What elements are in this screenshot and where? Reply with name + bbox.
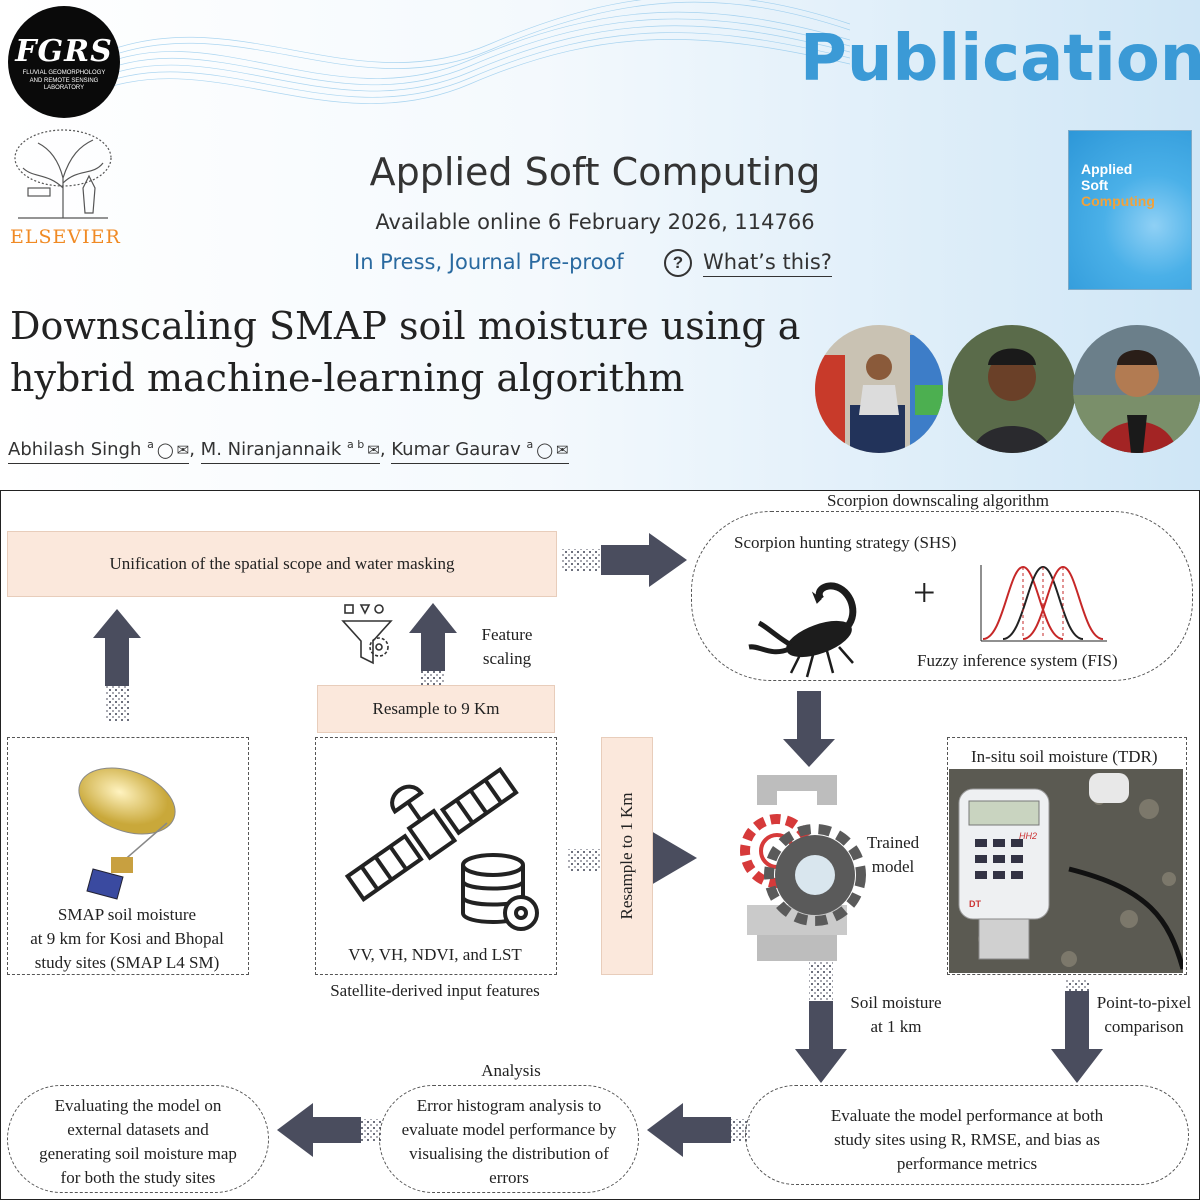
funnel-icon — [341, 604, 393, 665]
insitu-title: In-situ soil moisture (TDR) — [971, 747, 1158, 766]
unification-box: Unification of the spatial scope and wat… — [7, 531, 557, 597]
workflow-diagram: Unification of the spatial scope and wat… — [0, 490, 1200, 1200]
publication-header: FGRS FLUVIAL GEOMORPHOLOGY AND REMOTE SE… — [0, 0, 1200, 490]
logo-full-name: FLUVIAL GEOMORPHOLOGY AND REMOTE SENSING… — [22, 70, 106, 91]
author-2[interactable]: M. Niranjannaik a b✉ — [200, 438, 380, 464]
scorpion-algorithm-box — [691, 511, 1193, 681]
insitu-box — [947, 737, 1187, 975]
plus-sign: + — [913, 570, 936, 615]
author-1[interactable]: Abhilash Singh a◯✉ — [8, 438, 190, 464]
journal-cover[interactable]: Applied Soft Computing — [1068, 130, 1192, 290]
email-icon: ✉ — [556, 441, 569, 459]
availability-line: Available online 6 February 2026, 114766 — [375, 210, 815, 234]
lab-logo: FGRS FLUVIAL GEOMORPHOLOGY AND REMOTE SE… — [8, 6, 120, 118]
external-datasets-box: Evaluating the model on external dataset… — [7, 1085, 269, 1193]
scorpion-icon — [748, 582, 857, 678]
journal-name[interactable]: Applied Soft Computing — [369, 150, 821, 194]
smap-caption: SMAP soil moisture at 9 km for Kosi and … — [30, 905, 224, 972]
features-caption: VV, VH, NDVI, and LST — [348, 945, 522, 964]
analysis-title: Analysis — [481, 1061, 541, 1080]
email-icon: ✉ — [367, 441, 380, 459]
satellite-database-icon — [344, 766, 539, 931]
person-icon: ◯ — [156, 441, 174, 459]
resample-9km-box: Resample to 9 Km — [317, 685, 555, 733]
author-list: Abhilash Singh a◯✉, M. Niranjannaik a b✉… — [8, 438, 569, 464]
shs-label: Scorpion hunting strategy (SHS) — [734, 533, 957, 552]
scorpion-algorithm-title: Scorpion downscaling algorithm — [827, 491, 1049, 510]
error-histogram-box: Error histogram analysis to evaluate mod… — [379, 1085, 639, 1193]
fis-label: Fuzzy inference system (FIS) — [917, 651, 1118, 670]
resample-1km-label: Resample to 1 Km — [617, 792, 636, 920]
tdr-brand-label: DT — [969, 899, 981, 909]
author-photo-1 — [815, 325, 943, 453]
resample-1km-box: Resample to 1 Km — [601, 737, 653, 975]
smap-satellite-icon — [78, 767, 176, 900]
help-icon[interactable]: ? — [664, 249, 692, 277]
smap-box — [7, 737, 249, 975]
paper-title[interactable]: Downscaling SMAP soil moisture using a h… — [10, 304, 801, 400]
input-features-box — [315, 737, 557, 975]
status-link[interactable]: In Press, Journal Pre-proof — [354, 250, 624, 274]
publisher-name: ELSEVIER — [10, 226, 121, 248]
gears-icon — [740, 775, 866, 961]
evaluate-performance-box: Evaluate the model performance at both s… — [745, 1085, 1189, 1185]
author-3[interactable]: Kumar Gaurav a◯✉ — [391, 438, 569, 464]
logo-abbr: FGRS — [15, 34, 113, 69]
tdr-model-label: HH2 — [1019, 831, 1038, 841]
tdr-photo: HH2 DT — [949, 769, 1183, 973]
person-icon: ◯ — [536, 441, 554, 459]
email-icon: ✉ — [176, 441, 190, 459]
whats-this-link[interactable]: What’s this? — [703, 250, 832, 277]
section-title: Publication — [800, 22, 1200, 96]
features-title: Satellite-derived input features — [330, 981, 540, 1000]
fuzzy-membership-icon — [980, 565, 1107, 642]
author-photo-2 — [948, 325, 1076, 453]
elsevier-tree-icon — [14, 129, 112, 219]
cover-title: Applied Soft Computing — [1081, 161, 1155, 209]
wave-decoration — [90, 0, 850, 104]
author-photo-3 — [1073, 325, 1200, 453]
